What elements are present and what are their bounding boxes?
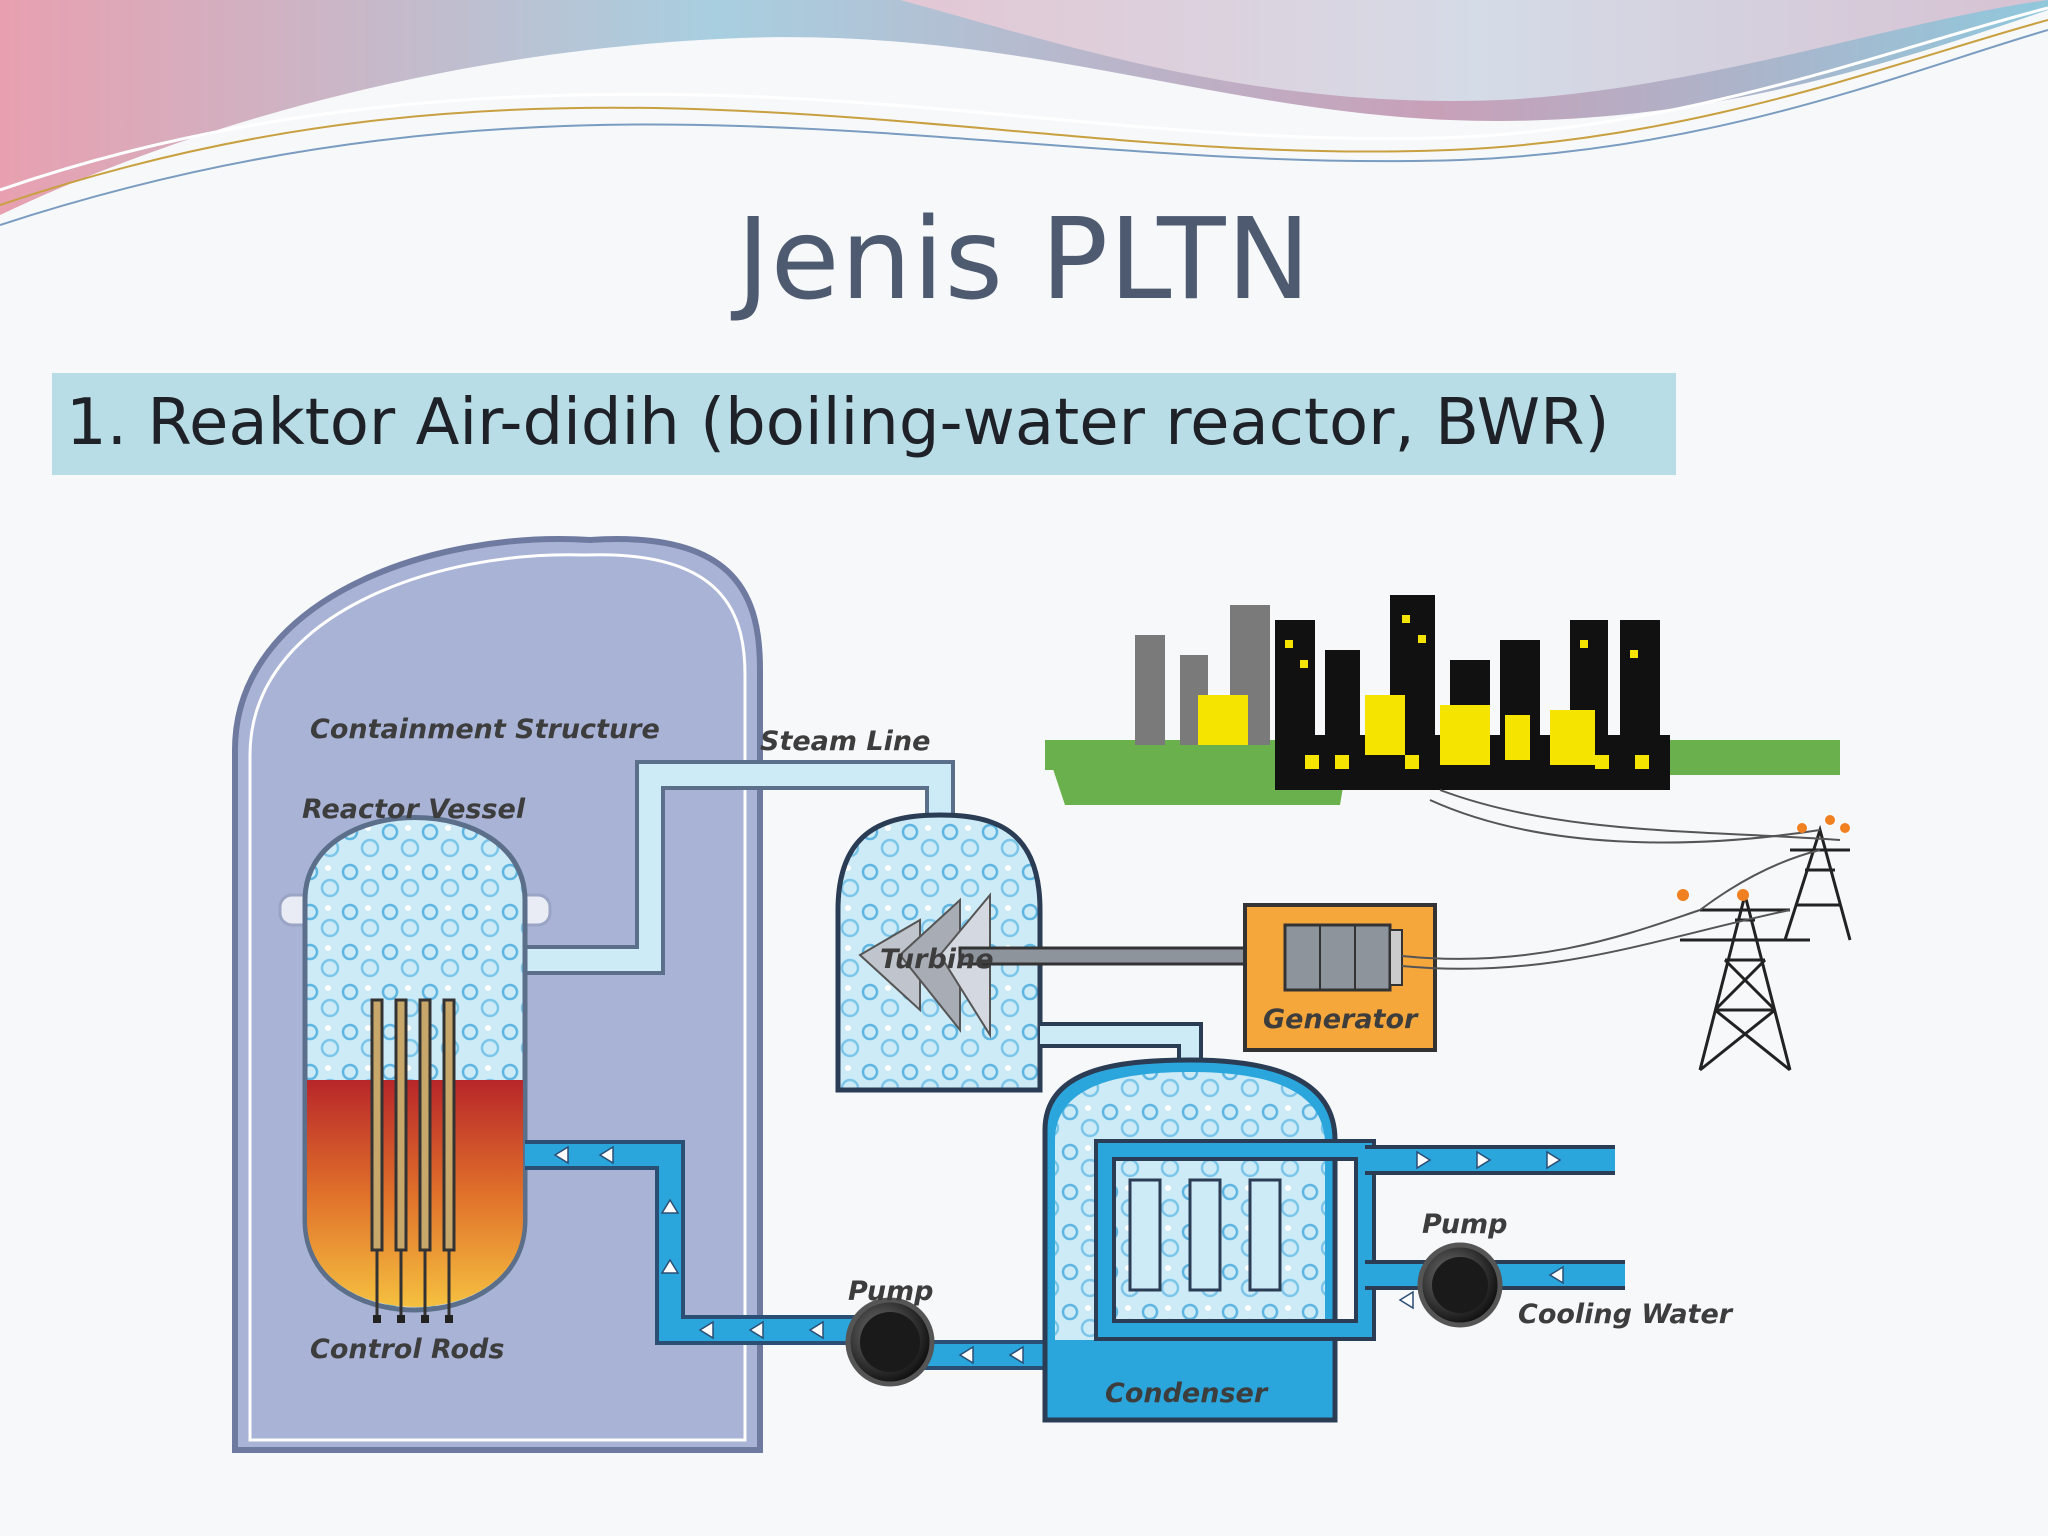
reactor-vessel (278, 815, 552, 1313)
slide-title: Jenis PLTN (736, 195, 1312, 325)
subtitle-highlight (52, 373, 1676, 475)
label-main-pump: Pump (848, 1276, 934, 1307)
label-condenser: Condenser (1105, 1378, 1269, 1409)
label-containment-structure: Containment Structure (310, 714, 660, 745)
label-steam-line: Steam Line (760, 726, 930, 757)
label-generator: Generator (1263, 1004, 1419, 1035)
label-cooling-water: Cooling Water (1518, 1299, 1734, 1330)
generator (1243, 903, 1437, 1052)
power-lines (1401, 789, 1841, 970)
label-turbine: Turbine (880, 944, 994, 975)
label-cooling-pump: Pump (1422, 1209, 1508, 1240)
control-rods (370, 998, 456, 1323)
label-control-rods: Control Rods (310, 1334, 504, 1365)
city-skyline (1045, 595, 1840, 805)
header-wave-decoration (0, 0, 2048, 226)
main-pump (845, 1297, 935, 1387)
label-reactor-vessel: Reactor Vessel (302, 794, 526, 825)
insulator-sparks (1677, 815, 1850, 901)
condenser (1042, 1057, 1376, 1423)
transmission-towers (1680, 824, 1852, 1072)
bwr-diagram: Containment Structure Reactor Vessel Con… (232, 536, 1852, 1453)
steam-line-pipe (520, 760, 955, 975)
slide-subtitle: 1. Reaktor Air-didih (boiling-water reac… (66, 386, 1610, 460)
cooling-pump (1417, 1242, 1503, 1328)
